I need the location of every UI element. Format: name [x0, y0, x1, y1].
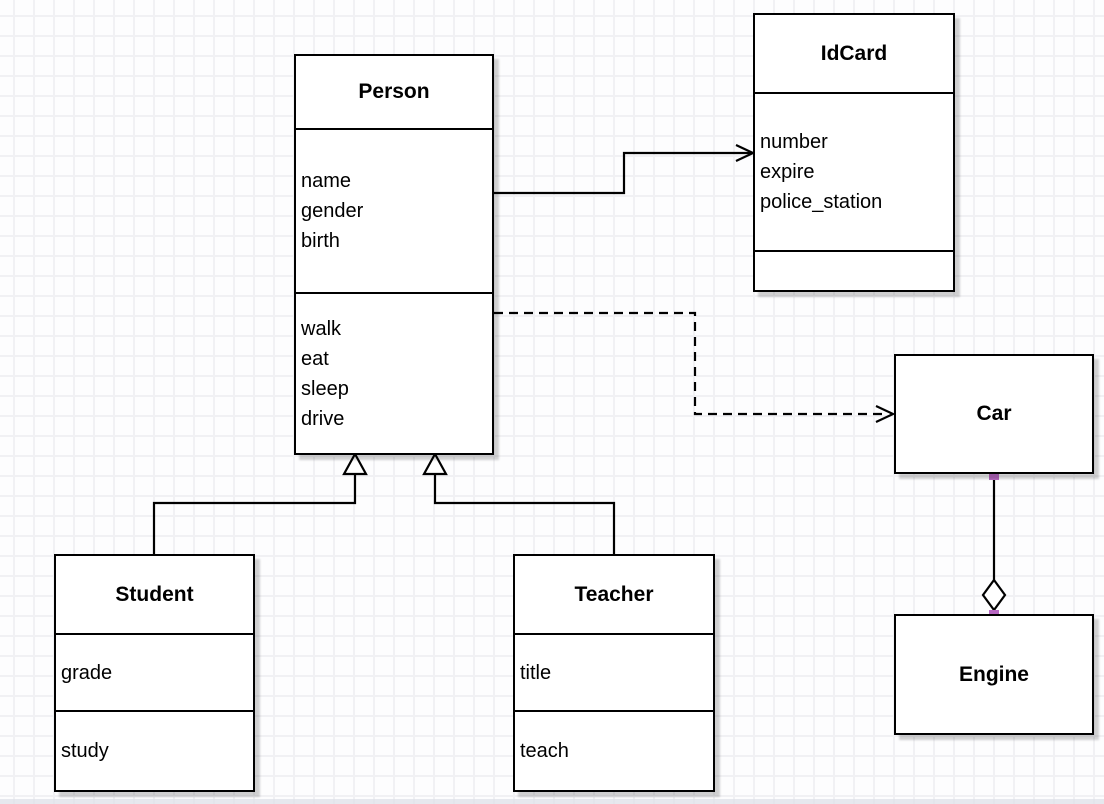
class-idcard-title: IdCard	[820, 41, 888, 65]
class-car[interactable]: Car	[894, 354, 1094, 474]
open-arrowhead-icon	[735, 144, 756, 162]
attribute: number	[760, 131, 828, 153]
attribute: name	[301, 170, 352, 192]
class-person-title: Person	[358, 80, 430, 103]
attribute: birth	[301, 230, 340, 252]
method: teach	[520, 740, 569, 762]
class-teacher-attributes: title	[515, 633, 713, 710]
class-teacher-methods: teach	[515, 710, 713, 790]
method: study	[61, 740, 109, 762]
attribute: grade	[61, 661, 113, 684]
class-teacher-title: Teacher	[574, 582, 654, 606]
open-arrowhead-icon	[875, 405, 896, 423]
attribute: title	[520, 661, 552, 684]
class-idcard[interactable]: IdCard number expire police_station	[753, 13, 955, 292]
class-person-methods: walk eat sleep drive	[296, 292, 492, 453]
aggregation-car-engine[interactable]	[981, 470, 1007, 620]
class-car-title: Car	[976, 402, 1012, 425]
hollow-triangle-icon	[342, 451, 368, 476]
class-idcard-methods	[755, 250, 953, 290]
class-person[interactable]: Person name gender birth walk eat sleep …	[294, 54, 494, 455]
class-idcard-attributes: number expire police_station	[755, 92, 953, 250]
class-engine-title: Engine	[958, 662, 1029, 686]
class-student-title: Student	[115, 582, 194, 606]
class-teacher[interactable]: Teacher title teach	[513, 554, 715, 792]
hollow-triangle-icon	[422, 451, 448, 476]
method: sleep	[301, 377, 349, 400]
attribute: gender	[301, 200, 364, 222]
method: eat	[301, 347, 329, 370]
association-person-idcard[interactable]	[494, 144, 756, 195]
method: drive	[301, 407, 345, 430]
class-student-methods: study	[56, 710, 253, 790]
dependency-person-car[interactable]	[494, 311, 896, 423]
attribute: expire	[760, 161, 815, 183]
class-person-attributes: name gender birth	[296, 128, 492, 292]
method: walk	[301, 317, 342, 340]
class-engine[interactable]: Engine	[894, 614, 1094, 735]
generalization-student-person[interactable]	[152, 451, 368, 554]
class-student-attributes: grade	[56, 633, 253, 710]
canvas-bottom-edge	[0, 799, 1104, 804]
attribute: police_station	[760, 191, 883, 213]
class-student[interactable]: Student grade study	[54, 554, 255, 792]
hollow-diamond-icon	[981, 578, 1007, 612]
generalization-teacher-person[interactable]	[422, 451, 616, 554]
